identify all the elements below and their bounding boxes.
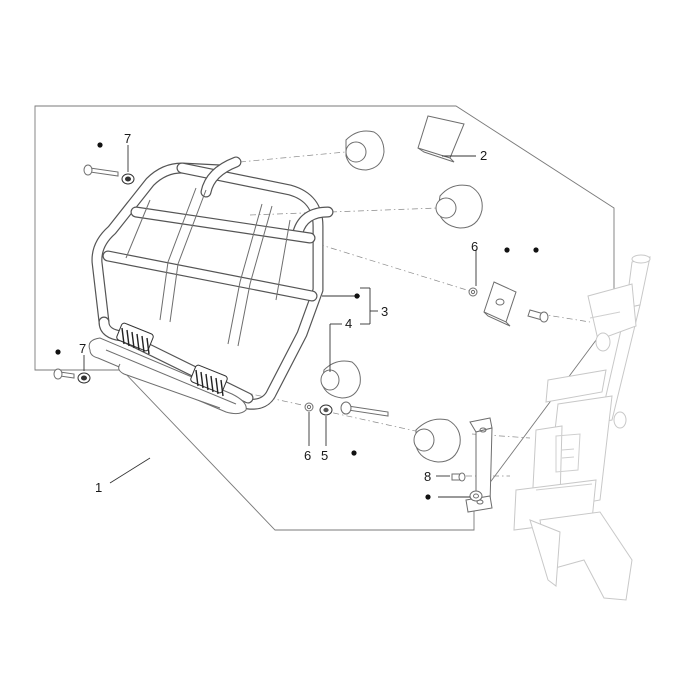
bullet-marker [97,142,103,148]
nut-upper [121,173,135,185]
leader-lines [83,145,477,498]
rubber-bushing-part-4 [320,360,361,399]
bullet-marker [55,349,61,355]
rubber-bushing-low [413,418,461,463]
bullet-marker [425,494,431,500]
callout-8: 8 [424,469,431,484]
bullet-marker [354,293,360,299]
clamp-plate [483,281,517,327]
bullet-markers [55,142,539,500]
washer-upper [468,287,478,297]
callout-2: 2 [480,148,487,163]
callout-6-lower: 6 [304,448,311,463]
callout-labels: 7 2 6 3 4 7 6 5 8 1 [79,131,487,495]
bullet-marker [504,247,510,253]
callout-6-upper: 6 [471,239,478,254]
hinge-spring-right [190,364,228,397]
screw-part-8 [451,472,466,482]
bullet-marker [533,247,539,253]
washer-part-5 [319,404,333,416]
bolt-upper-left [83,164,119,177]
nut-bracket [469,490,483,502]
rubber-bushing-top [345,130,385,171]
callout-1: 1 [95,480,102,495]
steering-column-ghost [513,254,651,601]
rubber-bushing-mid [435,184,483,229]
washer-lower [304,402,314,412]
support-bracket [465,417,493,513]
callout-7-upper: 7 [124,131,131,146]
long-bolt-lower [340,401,389,417]
bullet-marker [351,450,357,456]
callout-5: 5 [321,448,328,463]
hinge-spring-left [116,322,154,355]
nut-lower [77,372,91,384]
callout-4: 4 [345,316,352,331]
bolt-upper-right [527,309,549,323]
assembly-boundary [34,105,615,531]
callout-7-lower: 7 [79,341,86,356]
callout-3: 3 [381,304,388,319]
bolt-lower-left [53,368,75,380]
front-luggage-rack [88,156,334,415]
rubber-pad-part-2 [417,115,465,163]
